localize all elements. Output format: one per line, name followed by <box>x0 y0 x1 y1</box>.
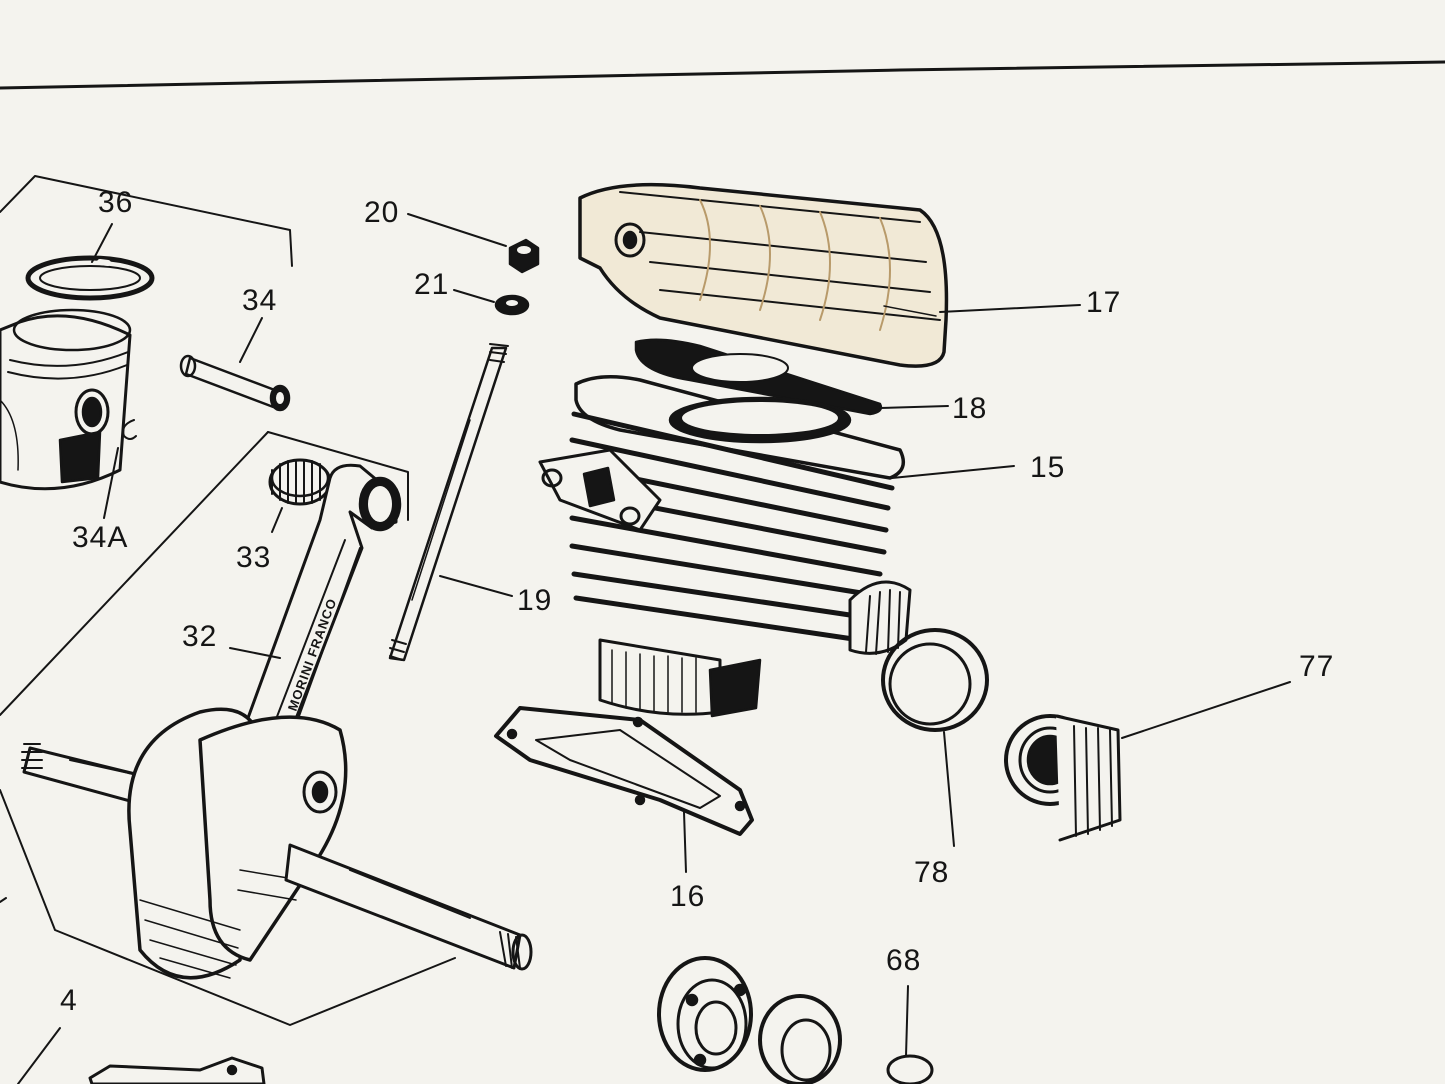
leader-32 <box>229 647 281 659</box>
leader-17 <box>939 304 1081 313</box>
callout-16: 16 <box>670 880 706 913</box>
leader-33 <box>271 507 283 533</box>
ball-bearing-icon <box>657 956 753 1072</box>
crankcase-fragment-icon <box>88 1056 266 1084</box>
cylinder-head-icon <box>578 182 949 368</box>
leader-34a <box>103 447 119 519</box>
leader-68 <box>905 985 909 1057</box>
nut-icon <box>508 238 540 274</box>
callout-21: 21 <box>414 268 450 301</box>
piston-icon <box>0 308 132 491</box>
leader-20 <box>407 213 507 247</box>
callout-34: 34 <box>242 284 278 317</box>
callout-17: 17 <box>1086 286 1122 319</box>
callout-77: 77 <box>1299 650 1335 683</box>
piston-ring-icon <box>25 255 155 301</box>
leader-16 <box>683 811 687 873</box>
callout-36: 36 <box>98 186 134 219</box>
callout-4: 4 <box>60 984 78 1017</box>
callout-18: 18 <box>952 392 988 425</box>
leader-77 <box>1121 681 1291 739</box>
leader-18 <box>879 405 949 409</box>
callout-20: 20 <box>364 196 400 229</box>
cylinder-icon <box>538 375 912 718</box>
shim-icon <box>886 1054 934 1084</box>
leader-78 <box>943 731 955 847</box>
exhaust-nut-icon <box>1004 714 1122 842</box>
crank-group-outline <box>0 431 269 716</box>
callout-32: 32 <box>182 620 218 653</box>
crankshaft-icon <box>21 707 533 980</box>
gudgeon-pin-icon <box>179 354 291 412</box>
top-rule <box>0 60 1445 90</box>
crank-group-outline-bottom <box>0 789 456 1026</box>
callout-15: 15 <box>1030 451 1066 484</box>
leader-34 <box>239 317 263 363</box>
callout-68: 68 <box>886 944 922 977</box>
leader-15 <box>891 465 1015 479</box>
leader-36 <box>91 223 113 263</box>
callout-33: 33 <box>236 541 272 574</box>
oil-seal-icon <box>758 994 842 1084</box>
head-gasket-icon <box>634 338 883 416</box>
leader-4 <box>17 1027 61 1084</box>
callout-34a: 34A <box>72 521 129 554</box>
leader-21 <box>453 289 495 303</box>
base-gasket-icon <box>494 706 754 836</box>
stud-icon <box>388 343 509 662</box>
exhaust-ring-icon <box>881 628 989 732</box>
piston-group-outline <box>0 175 293 267</box>
circlip-icon <box>122 419 137 440</box>
edge-mark <box>0 897 7 903</box>
callout-19: 19 <box>517 584 553 617</box>
washer-icon <box>494 294 530 316</box>
callout-78: 78 <box>914 856 950 889</box>
leader-19 <box>439 575 513 597</box>
needle-bearing-icon <box>268 458 332 506</box>
crank-group-outline-top <box>267 431 409 521</box>
